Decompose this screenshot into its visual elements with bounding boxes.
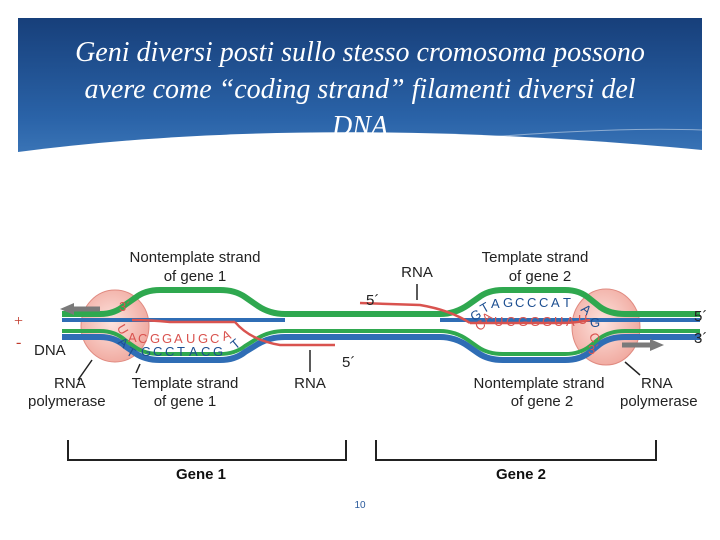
gene2-polymerase-label-line2: polymerase: [620, 393, 698, 410]
right-end-top-label: 5´: [694, 308, 707, 325]
minus-strand-sign: -: [16, 334, 21, 351]
gene2-nontemplate-label-line2: of gene 2: [511, 393, 574, 410]
gene1-polymerase-label-line2: polymerase: [28, 393, 106, 410]
gene2-rna-base: C: [506, 314, 515, 329]
gene1-dna-base: C: [165, 344, 174, 359]
gene2-dna-base: A: [491, 296, 500, 311]
gene1-rna-base: 3´: [119, 299, 131, 314]
gene1-template-label-line2: of gene 1: [154, 393, 217, 410]
gene1-rna-transcript: [131, 318, 235, 324]
gene2-rna-base: U: [554, 314, 563, 329]
gene1-bracket-label: Gene 1: [176, 466, 226, 483]
dna-bottom-strand-outline: [62, 329, 700, 356]
gene2-rna-base: U: [494, 314, 503, 329]
plus-strand-sign: +: [14, 313, 23, 330]
dna-label: DNA: [34, 342, 66, 359]
gene2-direction-arrow: [650, 339, 664, 351]
dna-bottom-strand: [62, 334, 700, 363]
gene1-rna-5prime: 5´: [342, 354, 355, 371]
gene2-rna-base: U: [578, 312, 587, 327]
gene1-dna-base: T: [177, 344, 185, 359]
gene2-rna-base: G: [542, 314, 552, 329]
header-background: [18, 18, 702, 200]
slide-header: Geni diversi posti sullo stesso cromosom…: [18, 18, 702, 200]
gene2-template-label-line2: of gene 2: [509, 268, 572, 285]
gene1-bracket: [67, 440, 347, 461]
gene2-dna-base: A: [551, 295, 560, 310]
gene1-rna-base: U: [186, 331, 195, 346]
gene2-rna-5prime: 5´: [366, 292, 379, 309]
gene2-rna-base: G: [530, 314, 540, 329]
dna-top-strand: [62, 287, 700, 317]
gene1-rna-base: G: [150, 331, 160, 346]
gene2-bracket: [375, 440, 657, 461]
gene2-dna-base: T: [563, 295, 571, 310]
gene2-polymerase-pointer: [624, 361, 641, 376]
gene1-template-pointer: [135, 363, 141, 374]
gene1-nontemplate-label-line1: Nontemplate strand: [130, 249, 261, 266]
gene2-rna-base: A: [566, 314, 575, 329]
gene1-rna-base: A: [128, 330, 137, 345]
gene2-polymerase-label-line1: RNA: [641, 375, 673, 392]
gene2-bracket-label: Gene 2: [496, 466, 546, 483]
gene2-rna-base: 3´: [588, 342, 600, 357]
gene1-rna-base: G: [198, 331, 208, 346]
gene2-template-label-line1: Template strand: [482, 249, 589, 266]
gene2-dna-base: C: [527, 295, 536, 310]
gene2-rna-base: G: [518, 314, 528, 329]
gene2-nontemplate-label-line1: Nontemplate strand: [474, 375, 605, 392]
gene1-rna-base: C: [210, 331, 219, 346]
gene1-dna-base: C: [201, 344, 210, 359]
gene2-dna-base: G: [590, 315, 600, 330]
gene1-nontemplate-label-line2: of gene 1: [164, 268, 227, 285]
page-number: 10: [354, 500, 366, 511]
gene1-dna-base: G: [141, 344, 151, 359]
gene1-rna-base: G: [162, 331, 172, 346]
gene2-rna-tail: [359, 301, 471, 325]
right-end-bottom-label: 3´: [694, 330, 707, 347]
gene2-dna-base: C: [539, 295, 548, 310]
gene1-rna-base: C: [138, 331, 147, 346]
gene1-dna-base: A: [189, 344, 198, 359]
gene1-rna-base: A: [174, 331, 183, 346]
gene1-polymerase-label-line1: RNA: [54, 375, 86, 392]
gene1-rna-label: RNA: [294, 375, 326, 392]
gene1-polymerase-pointer: [77, 359, 93, 381]
gene2-dna-base: C: [515, 295, 524, 310]
gene2-rna-label: RNA: [401, 264, 433, 281]
gene2-dna-base: G: [503, 295, 513, 310]
gene1-direction-arrow: [60, 303, 74, 315]
gene1-dna-base: C: [153, 344, 162, 359]
gene1-dna-base: G: [213, 344, 223, 359]
gene1-rna-tail: [234, 321, 335, 347]
slide-title: Geni diversi posti sullo stesso cromosom…: [75, 37, 645, 142]
gene2-rna-transcript: [470, 318, 591, 325]
gene1-template-label-line1: Template strand: [132, 375, 239, 392]
